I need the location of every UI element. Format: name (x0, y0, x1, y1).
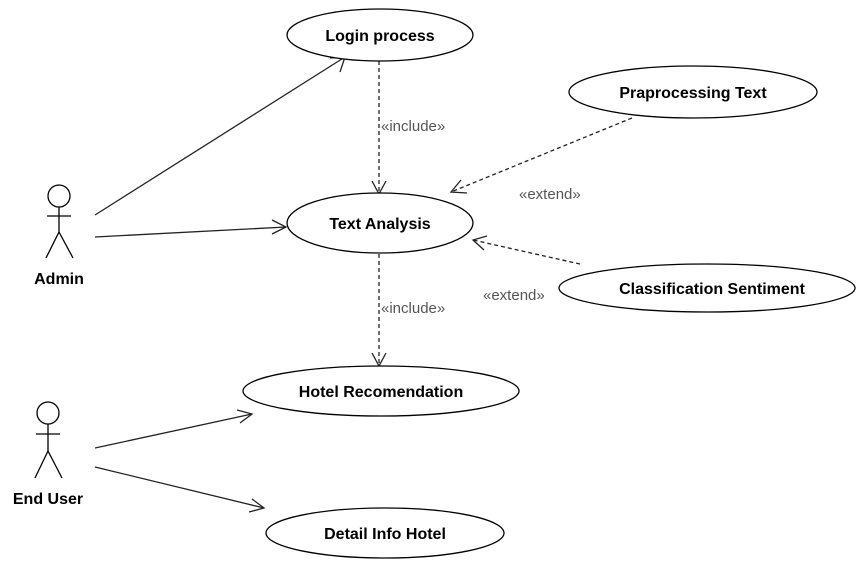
assoc-admin-text-analysis (94, 226, 287, 238)
actor-admin[interactable]: Admin (34, 184, 84, 288)
actor-admin-label: Admin (34, 271, 84, 288)
use-case-preprocessing-label: Praprocessing Text (619, 85, 767, 102)
associations (94, 56, 346, 513)
use-case-login[interactable]: Login process (286, 8, 474, 62)
assoc-admin-text-analysis-arrowhead (271, 219, 288, 235)
include-label-hotel: «include» (381, 300, 445, 317)
extend-preprocessing-arrowhead (449, 179, 468, 194)
actor-end-user[interactable]: End User (13, 401, 83, 508)
use-case-text-analysis-label: Text Analysis (329, 216, 430, 233)
assoc-admin-login (94, 56, 346, 216)
use-case-detail-info-label: Detail Info Hotel (324, 526, 446, 543)
use-case-login-label: Login process (325, 28, 434, 45)
actor-end-user-head (36, 401, 60, 425)
extend-label-preprocessing: «extend» (519, 186, 581, 203)
actor-end-user-label: End User (13, 491, 83, 508)
assoc-enduser-detail-info-arrowhead (248, 498, 266, 513)
assoc-enduser-hotel-recommendation-arrowhead (236, 409, 254, 424)
extend-label-classification: «extend» (483, 287, 545, 304)
use-case-hotel-recommendation-label: Hotel Recomendation (299, 384, 463, 401)
assoc-enduser-hotel-recommendation (94, 413, 253, 449)
use-case-classification[interactable]: Classification Sentiment (558, 263, 856, 313)
use-case-preprocessing[interactable]: Praprocessing Text (568, 65, 818, 119)
use-case-text-analysis[interactable]: Text Analysis (286, 192, 474, 254)
use-case-classification-label: Classification Sentiment (619, 281, 805, 298)
extend-classification-arrowhead (471, 235, 488, 251)
actor-admin-head (47, 184, 71, 208)
include-label-login: «include» (381, 118, 445, 135)
use-case-hotel-recommendation[interactable]: Hotel Recomendation (242, 365, 520, 417)
assoc-enduser-detail-info (94, 466, 265, 509)
use-case-detail-info[interactable]: Detail Info Hotel (265, 507, 505, 559)
extend-classification-line (472, 239, 581, 265)
extend-preprocessing-line (450, 117, 633, 193)
